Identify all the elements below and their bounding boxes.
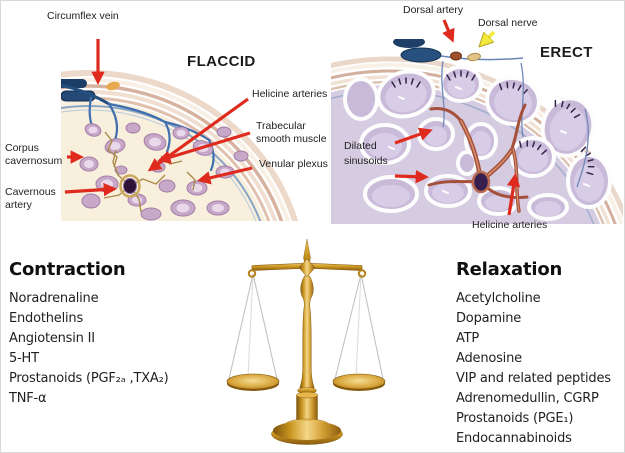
penetrating-veins bbox=[441, 60, 589, 188]
contraction-item: Prostanoids (PGF₂ₐ ,TXA₂) bbox=[9, 371, 169, 386]
contraction-item: 5-HT bbox=[9, 351, 39, 366]
relaxation-item: Adenosine bbox=[456, 351, 522, 366]
relaxation-item: Dopamine bbox=[456, 311, 522, 326]
cavernous-artery-flaccid bbox=[119, 174, 141, 198]
dorsal-artery-label: Dorsal artery bbox=[403, 4, 464, 16]
flaccid-title: FLACCID bbox=[187, 53, 256, 70]
scale-pan-right bbox=[332, 373, 386, 391]
relaxation-item: Endocannabinoids bbox=[456, 431, 572, 446]
beam-hook-right bbox=[357, 269, 367, 278]
relaxation-heading: Relaxation bbox=[456, 259, 563, 280]
dilated-sinusoid-lobes bbox=[343, 65, 612, 221]
dorsal-artery-arrow bbox=[442, 19, 455, 43]
helicine-arteries-flaccid-label: Helicine arteries bbox=[252, 88, 328, 100]
contraction-list: Contraction Noradrenaline Endothelins An… bbox=[9, 259, 169, 409]
relaxation-item: ATP bbox=[456, 331, 480, 346]
scale-base bbox=[271, 421, 343, 445]
beam-hook-left bbox=[247, 269, 257, 278]
contraction-item: Noradrenaline bbox=[9, 291, 99, 306]
contraction-heading: Contraction bbox=[9, 259, 126, 280]
relaxation-list: Relaxation Acetylcholine Dopamine ATP Ad… bbox=[456, 259, 611, 449]
circumflex-vein-label: Circumflex vein bbox=[47, 10, 119, 22]
relaxation-item: Acetylcholine bbox=[456, 291, 541, 306]
contraction-item: Endothelins bbox=[9, 311, 84, 326]
dorsal-vessels bbox=[393, 39, 524, 63]
relaxation-item: VIP and related peptides bbox=[456, 371, 611, 386]
erect-title: ERECT bbox=[540, 44, 593, 61]
scale-pivot bbox=[298, 258, 316, 278]
erect-cross-section-illustration bbox=[331, 39, 623, 224]
relaxation-item: Adrenomedullin, CGRP bbox=[456, 391, 599, 406]
corpus-cavernosum-label: Corpus cavernosum bbox=[5, 142, 63, 167]
scale-strings bbox=[228, 273, 384, 380]
dorsal-nerve-dot bbox=[467, 52, 481, 62]
contraction-item: Angiotensin II bbox=[9, 331, 95, 346]
cavernous-artery-label: Cavernous artery bbox=[5, 186, 56, 211]
relaxation-item: Prostanoids (PGE₁) bbox=[456, 411, 574, 426]
venular-plexus-label: Venular plexus bbox=[259, 158, 328, 170]
helicine-arteries-erect-label: Helicine arteries bbox=[472, 219, 548, 231]
dorsal-nerve-label: Dorsal nerve bbox=[478, 17, 538, 29]
trabecular-smooth-muscle-label: Trabecular smooth muscle bbox=[256, 120, 327, 145]
dorsal-artery-dot bbox=[450, 51, 462, 61]
scale-column bbox=[299, 275, 315, 390]
balance-scale bbox=[226, 238, 386, 445]
contraction-item: TNF-α bbox=[9, 391, 47, 406]
highlight-flecks bbox=[388, 86, 590, 194]
dilated-sinusoids-label: Dilated sinusoids bbox=[344, 140, 388, 167]
trabecular-network bbox=[103, 131, 196, 213]
cavernous-artery-erect bbox=[471, 170, 491, 194]
dorsal-artery-flaccid bbox=[106, 81, 120, 91]
scale-pan-left bbox=[226, 373, 280, 391]
